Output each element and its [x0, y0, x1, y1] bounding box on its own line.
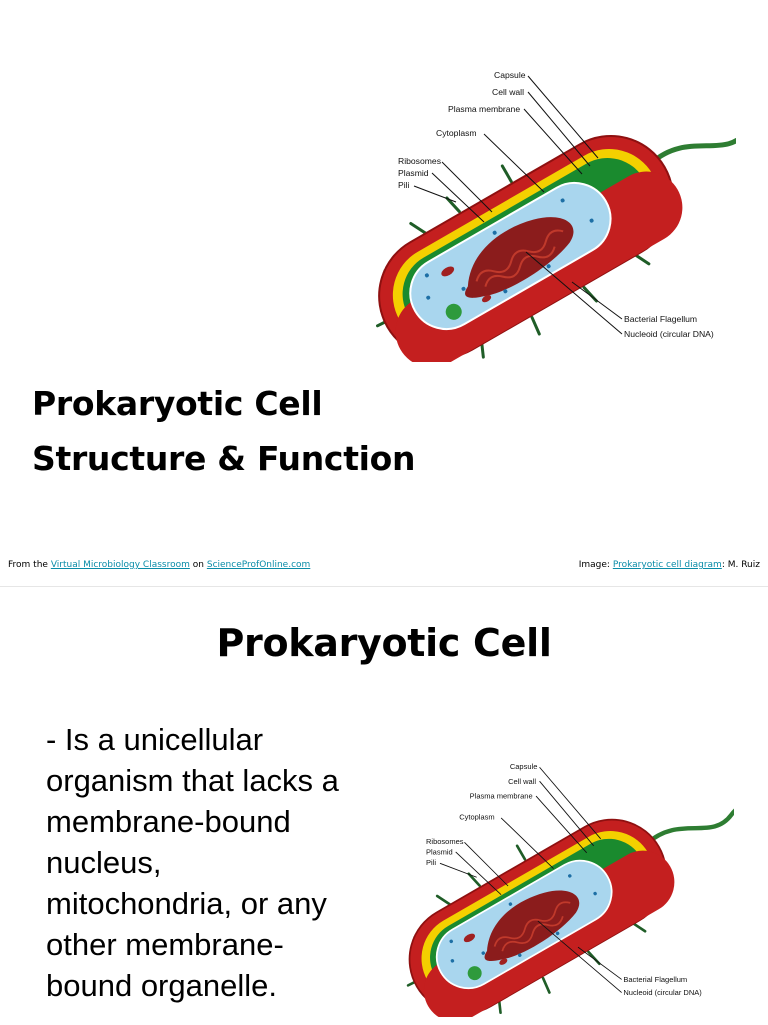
capsule-label: Capsule	[510, 762, 538, 771]
prokaryotic-cell-diagram-link[interactable]: Prokaryotic cell diagram	[612, 560, 722, 570]
cytoplasm-label: Cytoplasm	[436, 128, 477, 138]
flagellum-label: Bacterial Flagellum	[624, 314, 697, 324]
plasmid-label: Plasmid	[398, 168, 429, 178]
title-line-1: Prokaryotic Cell	[32, 384, 323, 423]
plasma-membrane-label: Plasma membrane	[470, 792, 533, 801]
title-line-2: Structure & Function	[32, 439, 416, 478]
body-line: - Is a unicellular	[46, 722, 264, 757]
image-credit-prefix: Image:	[578, 560, 610, 570]
body-line: organism that lacks a	[46, 763, 339, 798]
body-line: other membrane-	[46, 927, 284, 962]
credit-prefix: From the	[8, 560, 48, 570]
ribosomes-label: Ribosomes	[398, 156, 441, 166]
pili-label: Pili	[398, 180, 410, 190]
slide-1-title: Prokaryotic Cell Structure & Function	[32, 376, 416, 486]
scienceprofonline-link[interactable]: ScienceProfOnline.com	[206, 560, 311, 570]
ribosomes-label: Ribosomes	[426, 837, 464, 846]
nucleoid-label: Nucleoid (circular DNA)	[623, 988, 702, 997]
flagellum-label: Bacterial Flagellum	[623, 975, 687, 984]
plasma-membrane-label: Plasma membrane	[448, 104, 520, 114]
slide-2-body: - Is a unicellular organism that lacks a…	[46, 719, 381, 1006]
slide-2-title: Prokaryotic Cell	[216, 621, 552, 665]
cytoplasm-label: Cytoplasm	[459, 813, 494, 822]
image-credit-author: : M. Ruiz	[721, 560, 760, 570]
body-line: nucleus,	[46, 845, 162, 880]
body-line: bound organelle.	[46, 968, 277, 1003]
body-line: membrane-bound	[46, 804, 291, 839]
pili-label: Pili	[426, 858, 436, 867]
prokaryotic-cell-diagram-small: Capsule Cell wall Plasma membrane Cytopl…	[406, 762, 734, 1017]
image-credit: Image: Prokaryotic cell diagram: M. Ruiz	[579, 560, 760, 570]
cell-wall-label: Cell wall	[508, 777, 536, 786]
cell-wall-label: Cell wall	[492, 87, 524, 97]
source-credit: From the Virtual Microbiology Classroom …	[8, 560, 310, 570]
virtual-microbiology-classroom-link[interactable]: Virtual Microbiology Classroom	[50, 560, 190, 570]
body-line: mitochondria, or any	[46, 886, 327, 921]
plasmid-label: Plasmid	[426, 848, 453, 857]
credit-middle: on	[192, 560, 204, 570]
slide-2: Prokaryotic Cell - Is a unicellular orga…	[0, 586, 768, 1025]
capsule-label: Capsule	[494, 70, 526, 80]
slide-1: Capsule Cell wall Plasma membrane Cytopl…	[8, 70, 760, 570]
prokaryotic-cell-diagram: Capsule Cell wall Plasma membrane Cytopl…	[376, 70, 736, 362]
nucleoid-label: Nucleoid (circular DNA)	[624, 329, 714, 339]
